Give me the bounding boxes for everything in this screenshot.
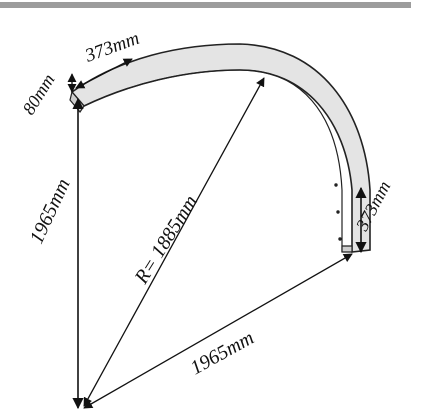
- bolt-hole: [338, 237, 342, 241]
- base-span-dimension-line: [83, 253, 353, 409]
- arch-bottom-cap: [341, 245, 353, 253]
- arch-outer-face: [70, 43, 371, 253]
- top-rule: [0, 2, 411, 8]
- top-thickness-label: 80mm: [18, 70, 58, 118]
- left-height-label: 1965mm: [26, 175, 75, 247]
- bolt-hole: [334, 183, 338, 187]
- base-span-label: 1965mm: [187, 327, 258, 380]
- bolt-hole: [336, 210, 340, 214]
- arch-inner-edge: [83, 69, 343, 252]
- radius-label: R= 1885mm: [130, 192, 202, 289]
